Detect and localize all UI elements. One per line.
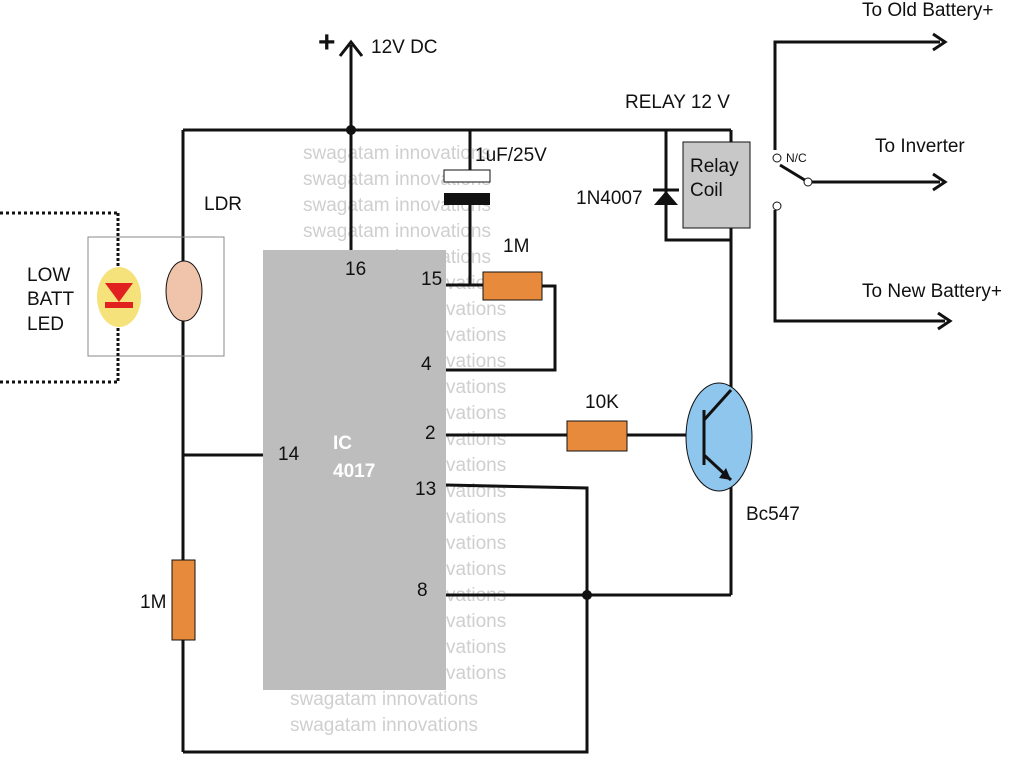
- watermark-text: swagatam innovations: [303, 221, 491, 242]
- watermark-text: swagatam innovations: [303, 143, 491, 164]
- led-label-line1: LOW: [27, 265, 70, 286]
- ic-pin-16: 16: [345, 259, 366, 280]
- resistor-1m-top: [482, 271, 543, 301]
- supply-label: 12V DC: [371, 37, 438, 58]
- ldr: [165, 260, 203, 322]
- relay-contact-common: [803, 177, 813, 187]
- output-old-battery-label: To Old Battery+: [862, 0, 993, 21]
- watermark-text: swagatam innovations: [290, 689, 478, 710]
- watermark-fragment: vations: [446, 507, 506, 528]
- watermark-fragment: vations: [446, 299, 506, 320]
- ic-pin-2: 2: [425, 423, 436, 444]
- ic-label-line2: 4017: [333, 461, 375, 482]
- relay-title: RELAY 12 V: [625, 92, 730, 113]
- output-new-battery-label: To New Battery+: [862, 281, 1002, 302]
- relay-nc-label: N/C: [786, 151, 807, 165]
- led-label-line3: LED: [27, 314, 64, 335]
- relay-coil: [682, 141, 751, 229]
- watermark-fragment: vations: [446, 637, 506, 658]
- watermark-fragment: vations: [446, 611, 506, 632]
- watermark-fragment: vations: [446, 455, 506, 476]
- diode-1n4007: [653, 188, 679, 205]
- watermark-fragment: vations: [446, 533, 506, 554]
- ic-pin-4: 4: [421, 354, 432, 375]
- junction-dot: [346, 125, 356, 135]
- led-wires: [0, 211, 120, 384]
- ic-pin-8: 8: [417, 580, 428, 601]
- transistor-label: Bc547: [746, 504, 800, 525]
- led-low-batt: [97, 267, 141, 327]
- sensor-enclosure: [87, 236, 225, 357]
- watermark-fragment: vations: [446, 559, 506, 580]
- ic-4017-body: [263, 250, 446, 690]
- diode-label: 1N4007: [576, 188, 643, 209]
- relay-coil-label-line2: Coil: [690, 180, 723, 201]
- capacitor: [443, 169, 491, 205]
- watermark-fragment: vations: [446, 663, 506, 684]
- led-label-line2: BATT: [27, 289, 75, 310]
- resistor-1m-top-label: 1M: [503, 236, 529, 257]
- ldr-label: LDR: [204, 194, 242, 215]
- resistor-1m-bottom: [171, 559, 196, 641]
- watermark-fragment: vations: [446, 325, 506, 346]
- watermark-fragment: vations: [446, 377, 506, 398]
- watermark-text: swagatam innovations: [290, 715, 478, 736]
- output-inverter-label: To Inverter: [875, 136, 965, 157]
- relay-contact-nc: [772, 153, 782, 163]
- relay-coil-label-line1: Relay: [690, 156, 739, 177]
- ic-pin-13: 13: [415, 479, 436, 500]
- watermark-fragment: vations: [446, 403, 506, 424]
- ic-label-line1: IC: [333, 433, 352, 454]
- ic-pin-14: 14: [278, 444, 300, 465]
- transistor-bc547: [685, 382, 753, 492]
- relay-contact-no: [772, 201, 782, 211]
- watermark-fragment: vations: [446, 351, 506, 372]
- resistor-1m-bottom-label: 1M: [140, 592, 166, 613]
- resistor-10k-label: 10K: [585, 392, 619, 413]
- supply-plus-sign: +: [318, 26, 336, 59]
- capacitor-label: 1uF/25V: [475, 145, 547, 166]
- junction-dot: [582, 590, 592, 600]
- circuit-wires: [181, 32, 953, 754]
- watermark-fragment: vations: [446, 429, 506, 450]
- resistor-10k: [566, 420, 628, 452]
- ic-pin-15: 15: [421, 269, 442, 290]
